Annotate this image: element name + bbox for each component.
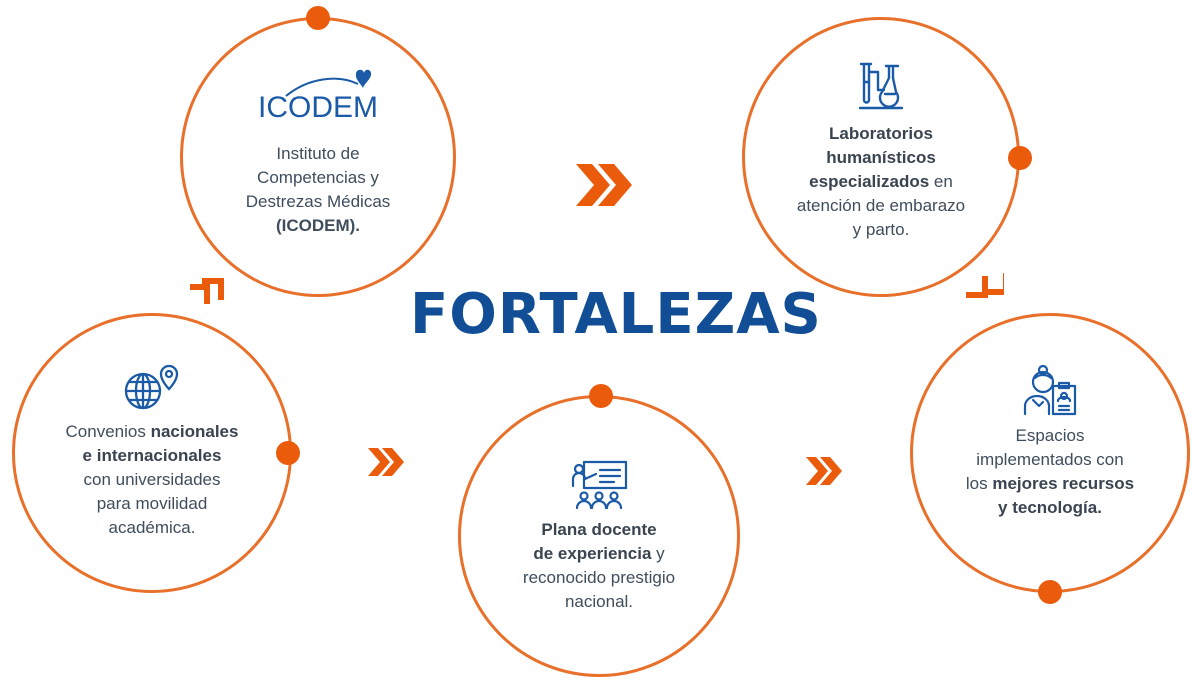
plana-line: Plana docente bbox=[541, 520, 657, 539]
icodem-logo: ICODEM bbox=[183, 66, 453, 128]
laboratorios-content: Laboratorios humanísticos especializados… bbox=[745, 60, 1017, 242]
dot-plana bbox=[589, 384, 613, 408]
plana-line: reconocido prestigio bbox=[522, 568, 676, 587]
espacios-content: Espacios implementados con los mejores r… bbox=[913, 362, 1187, 520]
teacher-class-icon bbox=[571, 460, 628, 510]
chevron-right-icon bbox=[806, 457, 842, 485]
espacios-line: y tecnología. bbox=[998, 498, 1102, 517]
circle-convenios: Convenios nacionales e internacionales c… bbox=[12, 313, 292, 593]
convenios-line: académica. bbox=[108, 518, 196, 537]
icodem-line: (ICODEM). bbox=[275, 216, 361, 235]
plana-content: Plana docente de experiencia y reconocid… bbox=[461, 460, 737, 614]
chevron-up-right-icon bbox=[190, 278, 224, 304]
lab-line: especializados en bbox=[809, 172, 953, 191]
doctor-clipboard-icon bbox=[1023, 364, 1077, 416]
lab-line: atención de embarazo bbox=[796, 196, 966, 215]
heart-logo-icon bbox=[285, 69, 372, 97]
lab-line: humanísticos bbox=[826, 148, 936, 167]
chevron-right-icon bbox=[576, 164, 632, 206]
convenios-line: con universidades bbox=[83, 470, 221, 489]
dot-laboratorios bbox=[1008, 146, 1032, 170]
icodem-content: ICODEM Instituto de Competencias y Destr… bbox=[183, 66, 453, 238]
convenios-line: e internacionales bbox=[82, 446, 222, 465]
espacios-line: los mejores recursos bbox=[965, 474, 1135, 493]
dot-icodem bbox=[306, 6, 330, 30]
globe-pin-icon bbox=[124, 364, 179, 410]
plana-line: de experiencia y bbox=[533, 544, 665, 563]
icodem-logo-text: ICODEM bbox=[258, 91, 378, 124]
lab-flask-icon bbox=[858, 62, 904, 110]
espacios-line: implementados con bbox=[976, 450, 1124, 469]
circle-espacios: Espacios implementados con los mejores r… bbox=[910, 313, 1190, 593]
convenios-line: Convenios nacionales bbox=[65, 422, 239, 441]
dot-convenios bbox=[276, 441, 300, 465]
lab-line: Laboratorios bbox=[829, 124, 933, 143]
circle-laboratorios: Laboratorios humanísticos especializados… bbox=[742, 17, 1020, 297]
chevron-right-icon bbox=[368, 448, 404, 476]
circle-plana: Plana docente de experiencia y reconocid… bbox=[458, 395, 740, 677]
chevron-down-right-icon bbox=[966, 273, 1004, 298]
lab-line: y parto. bbox=[852, 220, 910, 239]
plana-line: nacional. bbox=[564, 592, 634, 611]
page-title: FORTALEZAS bbox=[410, 282, 822, 347]
espacios-line: Espacios bbox=[1015, 426, 1085, 445]
convenios-content: Convenios nacionales e internacionales c… bbox=[15, 362, 289, 540]
icodem-line: Instituto de bbox=[276, 144, 360, 163]
dot-espacios bbox=[1038, 580, 1062, 604]
icodem-line: Destrezas Médicas bbox=[245, 192, 391, 211]
convenios-line: para movilidad bbox=[96, 494, 208, 513]
icodem-line: Competencias y bbox=[257, 168, 379, 187]
circle-icodem: ICODEM Instituto de Competencias y Destr… bbox=[180, 17, 456, 297]
